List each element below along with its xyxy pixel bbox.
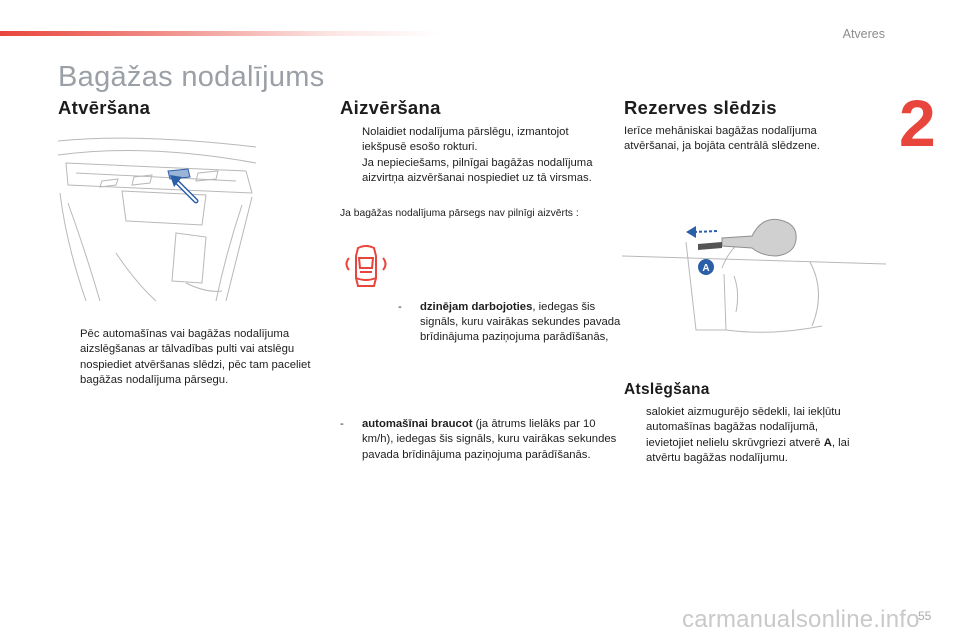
emergency-release-intro: Ierīce mehāniskai bagāžas nodalījuma atv… <box>624 125 820 153</box>
emergency-release-illustration: A <box>622 212 886 336</box>
list-item: salokiet aizmugurējo sēdekli, lai iekļūt… <box>646 406 841 434</box>
heading-emergency-release: Rezerves slēdzis <box>624 97 777 118</box>
open-warning-note: Ja bagāžas nodalījuma pārsegs nav pilnīg… <box>340 208 579 219</box>
watermark: carmanualsonline.info <box>682 606 920 633</box>
closing-steps: Nolaidiet nodalījuma pārslēgu, izmantojo… <box>340 125 602 187</box>
header-accent-bar <box>0 31 440 36</box>
page-number: 55 <box>918 609 932 623</box>
heading-unlocking: Atslēgšana <box>624 381 710 398</box>
list-item: Nolaidiet nodalījuma pārslēgu, izmantojo… <box>362 126 569 154</box>
section-header: Atveres <box>842 27 885 41</box>
opening-instruction: Pēc automašīnas vai bagāžas nodalījuma a… <box>80 328 311 387</box>
warning-driving: - automašīnai braucot (ja ātrums lielāks… <box>340 417 617 461</box>
open-trunk-warning-icon <box>338 238 394 294</box>
list-item: ievietojiet nelielu skrūvgriezi atverē A… <box>646 436 850 465</box>
page-title: Bagāžas nodalījums <box>58 61 325 93</box>
list-item: Ja nepieciešams, pilnīgai bagāžas nodalī… <box>362 156 593 185</box>
chapter-number: 2 <box>899 86 936 160</box>
heading-closing: Aizvēršana <box>340 97 441 118</box>
figure-label-a: A <box>702 263 709 274</box>
unlocking-steps: salokiet aizmugurējo sēdekli, lai iekļūt… <box>624 405 874 467</box>
warning-engine-running: - dzinējam darbojoties, iedegas šis sign… <box>398 300 621 344</box>
trunk-handle-illustration <box>56 133 258 303</box>
heading-opening: Atvēršana <box>58 97 151 118</box>
